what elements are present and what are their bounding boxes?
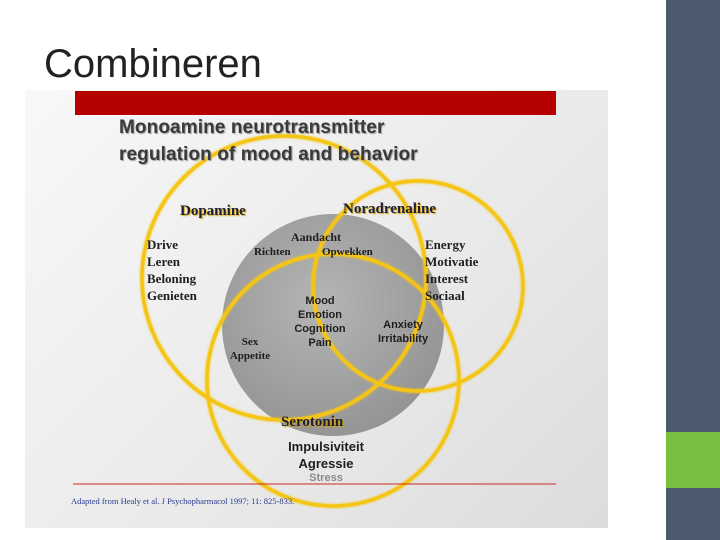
slide-title: Combineren: [44, 42, 262, 86]
center-item: Emotion: [298, 309, 342, 321]
dopamine-label: Dopamine: [180, 203, 246, 219]
serotonin-item: Impulsiviteit: [288, 439, 364, 454]
diagram-banner: [75, 91, 556, 115]
noradrenaline-item: Sociaal: [425, 288, 465, 303]
serotonin-item: Agressie: [298, 456, 354, 471]
overlap-item: Irritability: [377, 333, 429, 345]
overlap-dopamine-serotonin: Sex Appetite: [228, 335, 272, 363]
noradrenaline-item: Interest: [425, 271, 469, 286]
dopamine-item: Leren: [147, 254, 180, 269]
diagram-heading-line2: regulation of mood and behavior: [119, 144, 418, 165]
overlap-item: Appetite: [229, 350, 271, 362]
center-item: Cognition: [294, 323, 346, 335]
noradrenaline-label: Noradrenaline: [343, 201, 437, 217]
noradrenaline-item-list: Energy Motivatie Interest Sociaal: [425, 236, 478, 304]
noradrenaline-item: Energy: [425, 237, 466, 252]
serotonin-item-list: Impulsiviteit Agressie Stress: [270, 438, 382, 485]
overlap-dopamine-noradrenaline-item: Richten: [254, 246, 291, 258]
noradrenaline-circle: [311, 179, 525, 393]
dopamine-item: Genieten: [147, 288, 197, 303]
citation-text: Adapted from Healy et al. J Psychopharma…: [71, 496, 295, 506]
dopamine-item: Beloning: [147, 271, 197, 286]
dopamine-circle: [140, 134, 428, 422]
serotonin-item: Stress: [309, 472, 343, 484]
diagram-heading-line1: Monoamine neurotransmitter: [119, 117, 385, 138]
overlap-dopamine-noradrenaline-title: Aandacht: [291, 230, 342, 244]
dopamine-item-list: Drive Leren Beloning Genieten: [147, 236, 197, 304]
noradrenaline-item: Motivatie: [425, 254, 479, 269]
serotonin-circle: [205, 252, 461, 508]
center-item: Mood: [305, 295, 335, 307]
serotonin-label: Serotonin: [281, 414, 344, 430]
overlap-item: Sex: [241, 336, 259, 348]
slide-accent-block: [666, 432, 720, 488]
center-item-list: Mood Emotion Cognition Pain: [290, 294, 350, 350]
overlap-dopamine-noradrenaline-item: Opwekken: [322, 246, 373, 258]
center-item: Pain: [308, 337, 332, 349]
center-gray-circle: [222, 214, 444, 436]
overlap-item: Anxiety: [383, 319, 423, 331]
overlap-noradrenaline-serotonin: Anxiety Irritability: [372, 318, 434, 346]
dopamine-item: Drive: [147, 237, 179, 252]
